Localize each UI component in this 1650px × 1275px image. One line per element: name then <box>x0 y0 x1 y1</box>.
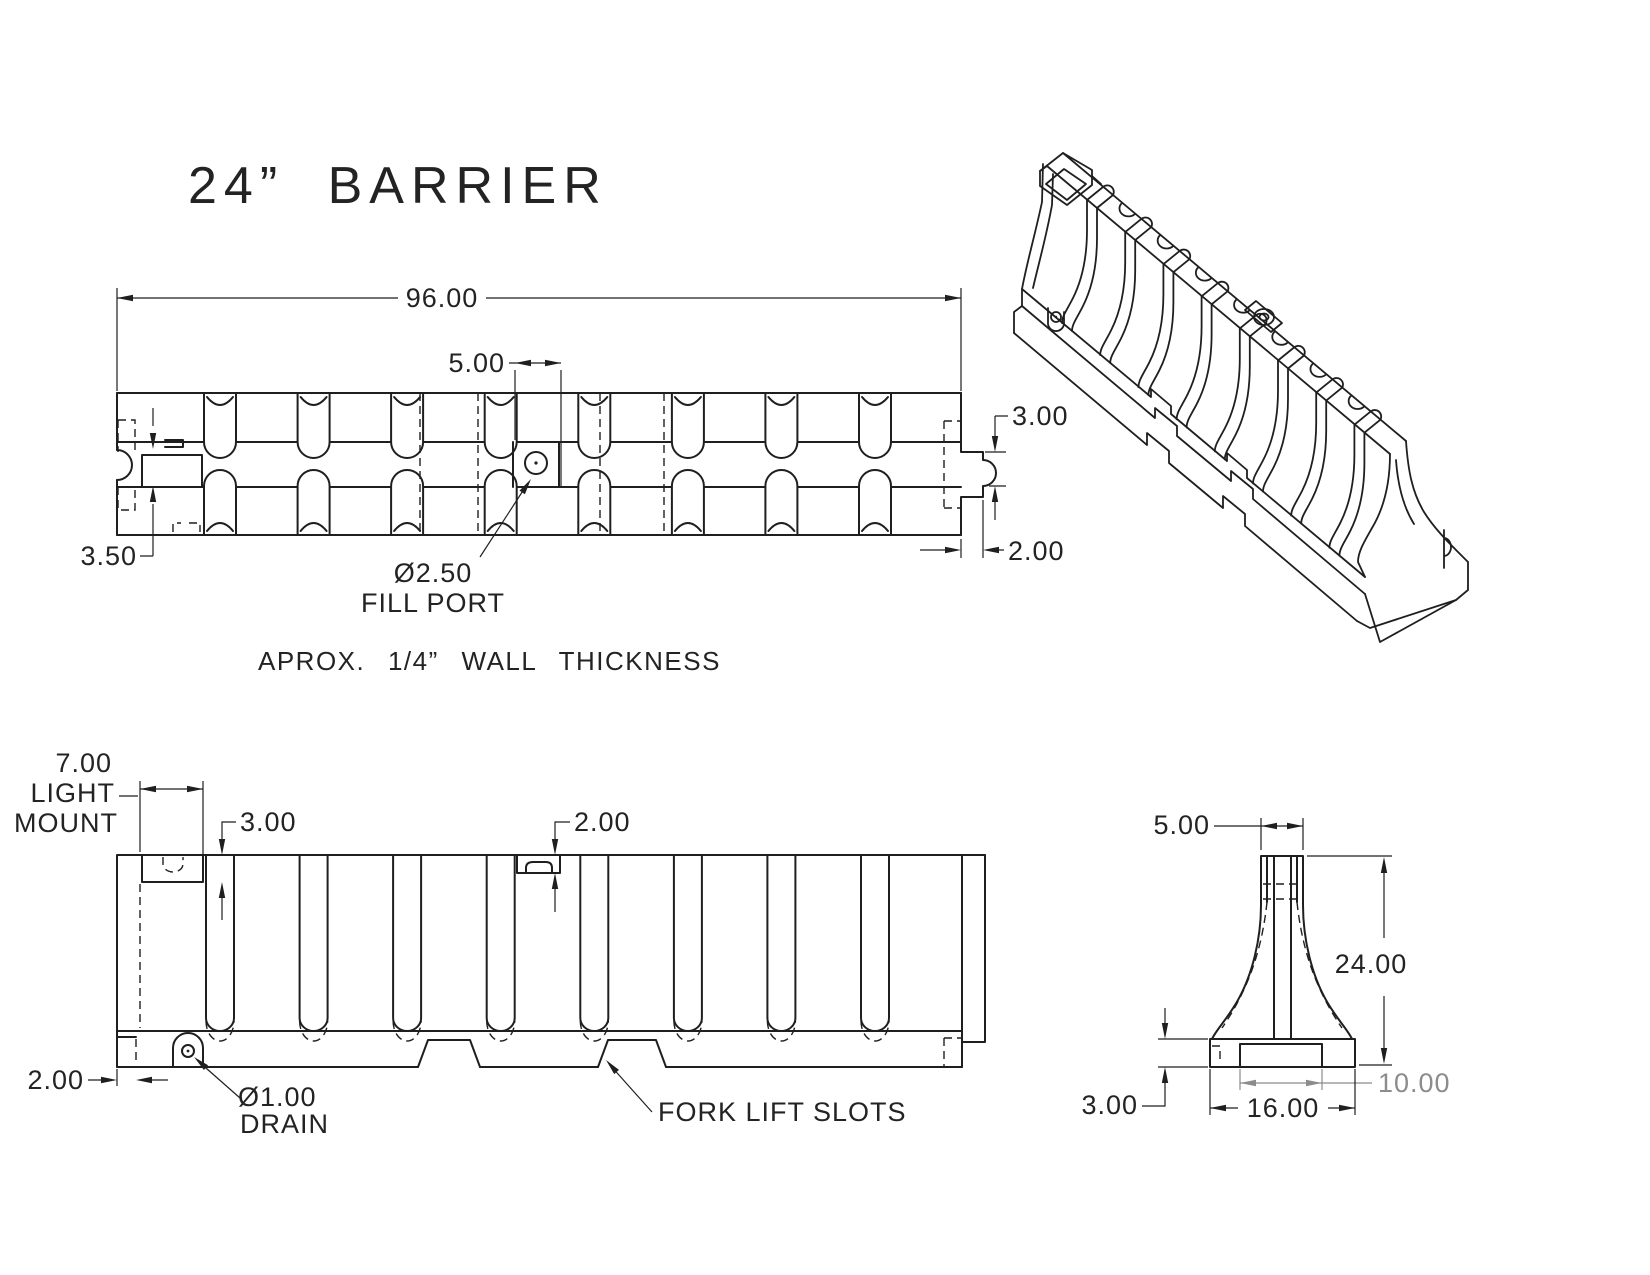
svg-text:5.00: 5.00 <box>448 348 505 378</box>
fork-lift-label: FORK LIFT SLOTS <box>606 1060 907 1127</box>
dim-base-lip: 2.00 <box>27 1065 168 1095</box>
page-title: 24” BARRIER <box>188 157 608 215</box>
top-view: 96.00 5.00 3.50 3.00 2.00 <box>80 283 1069 618</box>
svg-text:10.00: 10.00 <box>1378 1068 1451 1098</box>
svg-text:2.00: 2.00 <box>574 807 631 837</box>
svg-text:3.00: 3.00 <box>1081 1090 1138 1120</box>
left-connector-pocket <box>141 454 203 488</box>
svg-text:MOUNT: MOUNT <box>14 808 118 838</box>
fill-recess-side <box>516 854 561 874</box>
drain-side <box>172 1032 204 1068</box>
svg-text:24.00: 24.00 <box>1335 949 1408 979</box>
dim-section-base-height: 3.00 <box>1081 1008 1208 1120</box>
dim-section-base: 16.00 <box>1209 1069 1356 1123</box>
drain-iso <box>1047 307 1065 332</box>
dim-section-top: 5.00 <box>1153 810 1304 850</box>
svg-text:3.50: 3.50 <box>80 541 137 571</box>
fill-port-plan <box>512 441 560 488</box>
svg-text:2.00: 2.00 <box>27 1065 84 1095</box>
side-view: 7.00 LIGHT MOUNT 3.00 2.00 2.00 <box>14 748 986 1139</box>
drain-label: Ø1.00 DRAIN <box>194 1057 329 1139</box>
wall-thickness-note: APROX. 1/4” WALL THICKNESS <box>258 646 721 676</box>
svg-text:96.00: 96.00 <box>406 283 479 313</box>
dim-fill-offset: 5.00 <box>448 348 562 486</box>
fork-slot-2 <box>597 1039 667 1068</box>
title-block: 24” BARRIER <box>188 157 608 215</box>
dim-section-height: 24.00 <box>1307 855 1408 1066</box>
svg-text:FILL PORT: FILL PORT <box>361 588 505 618</box>
light-mount-notch <box>141 854 204 883</box>
svg-text:Ø1.00: Ø1.00 <box>238 1082 317 1112</box>
svg-text:3.00: 3.00 <box>1012 401 1069 431</box>
isometric-view <box>1013 152 1469 643</box>
dim-overall-length: 96.00 <box>116 283 962 391</box>
svg-text:3.00: 3.00 <box>240 807 297 837</box>
dim-connector-height: 3.00 <box>985 401 1069 520</box>
dim-section-inner-base: 10.00 <box>1239 1068 1451 1098</box>
tongue-edge-side <box>961 854 986 1043</box>
dim-fill-recess: 2.00 <box>551 807 631 912</box>
svg-text:5.00: 5.00 <box>1153 810 1210 840</box>
fill-port-label: Ø2.50 FILL PORT <box>361 479 531 618</box>
dim-pocket: 3.50 <box>80 408 157 571</box>
svg-text:Ø2.50: Ø2.50 <box>394 558 473 588</box>
dim-connector-depth: 2.00 <box>920 500 1065 566</box>
svg-text:LIGHT: LIGHT <box>30 778 115 808</box>
section-view: 5.00 24.00 10.00 16.00 3.00 <box>1081 810 1451 1123</box>
svg-text:FORK LIFT SLOTS: FORK LIFT SLOTS <box>658 1097 907 1127</box>
svg-text:2.00: 2.00 <box>1008 536 1065 566</box>
right-connector-tongue <box>943 392 997 536</box>
svg-text:7.00: 7.00 <box>55 748 112 778</box>
fill-port-iso <box>1244 300 1283 333</box>
dim-light-mount-depth: 3.00 <box>218 807 297 920</box>
dim-light-mount: 7.00 LIGHT MOUNT <box>14 748 204 879</box>
svg-text:16.00: 16.00 <box>1247 1093 1320 1123</box>
svg-text:DRAIN: DRAIN <box>240 1109 329 1139</box>
fork-slot-1 <box>417 1039 481 1068</box>
